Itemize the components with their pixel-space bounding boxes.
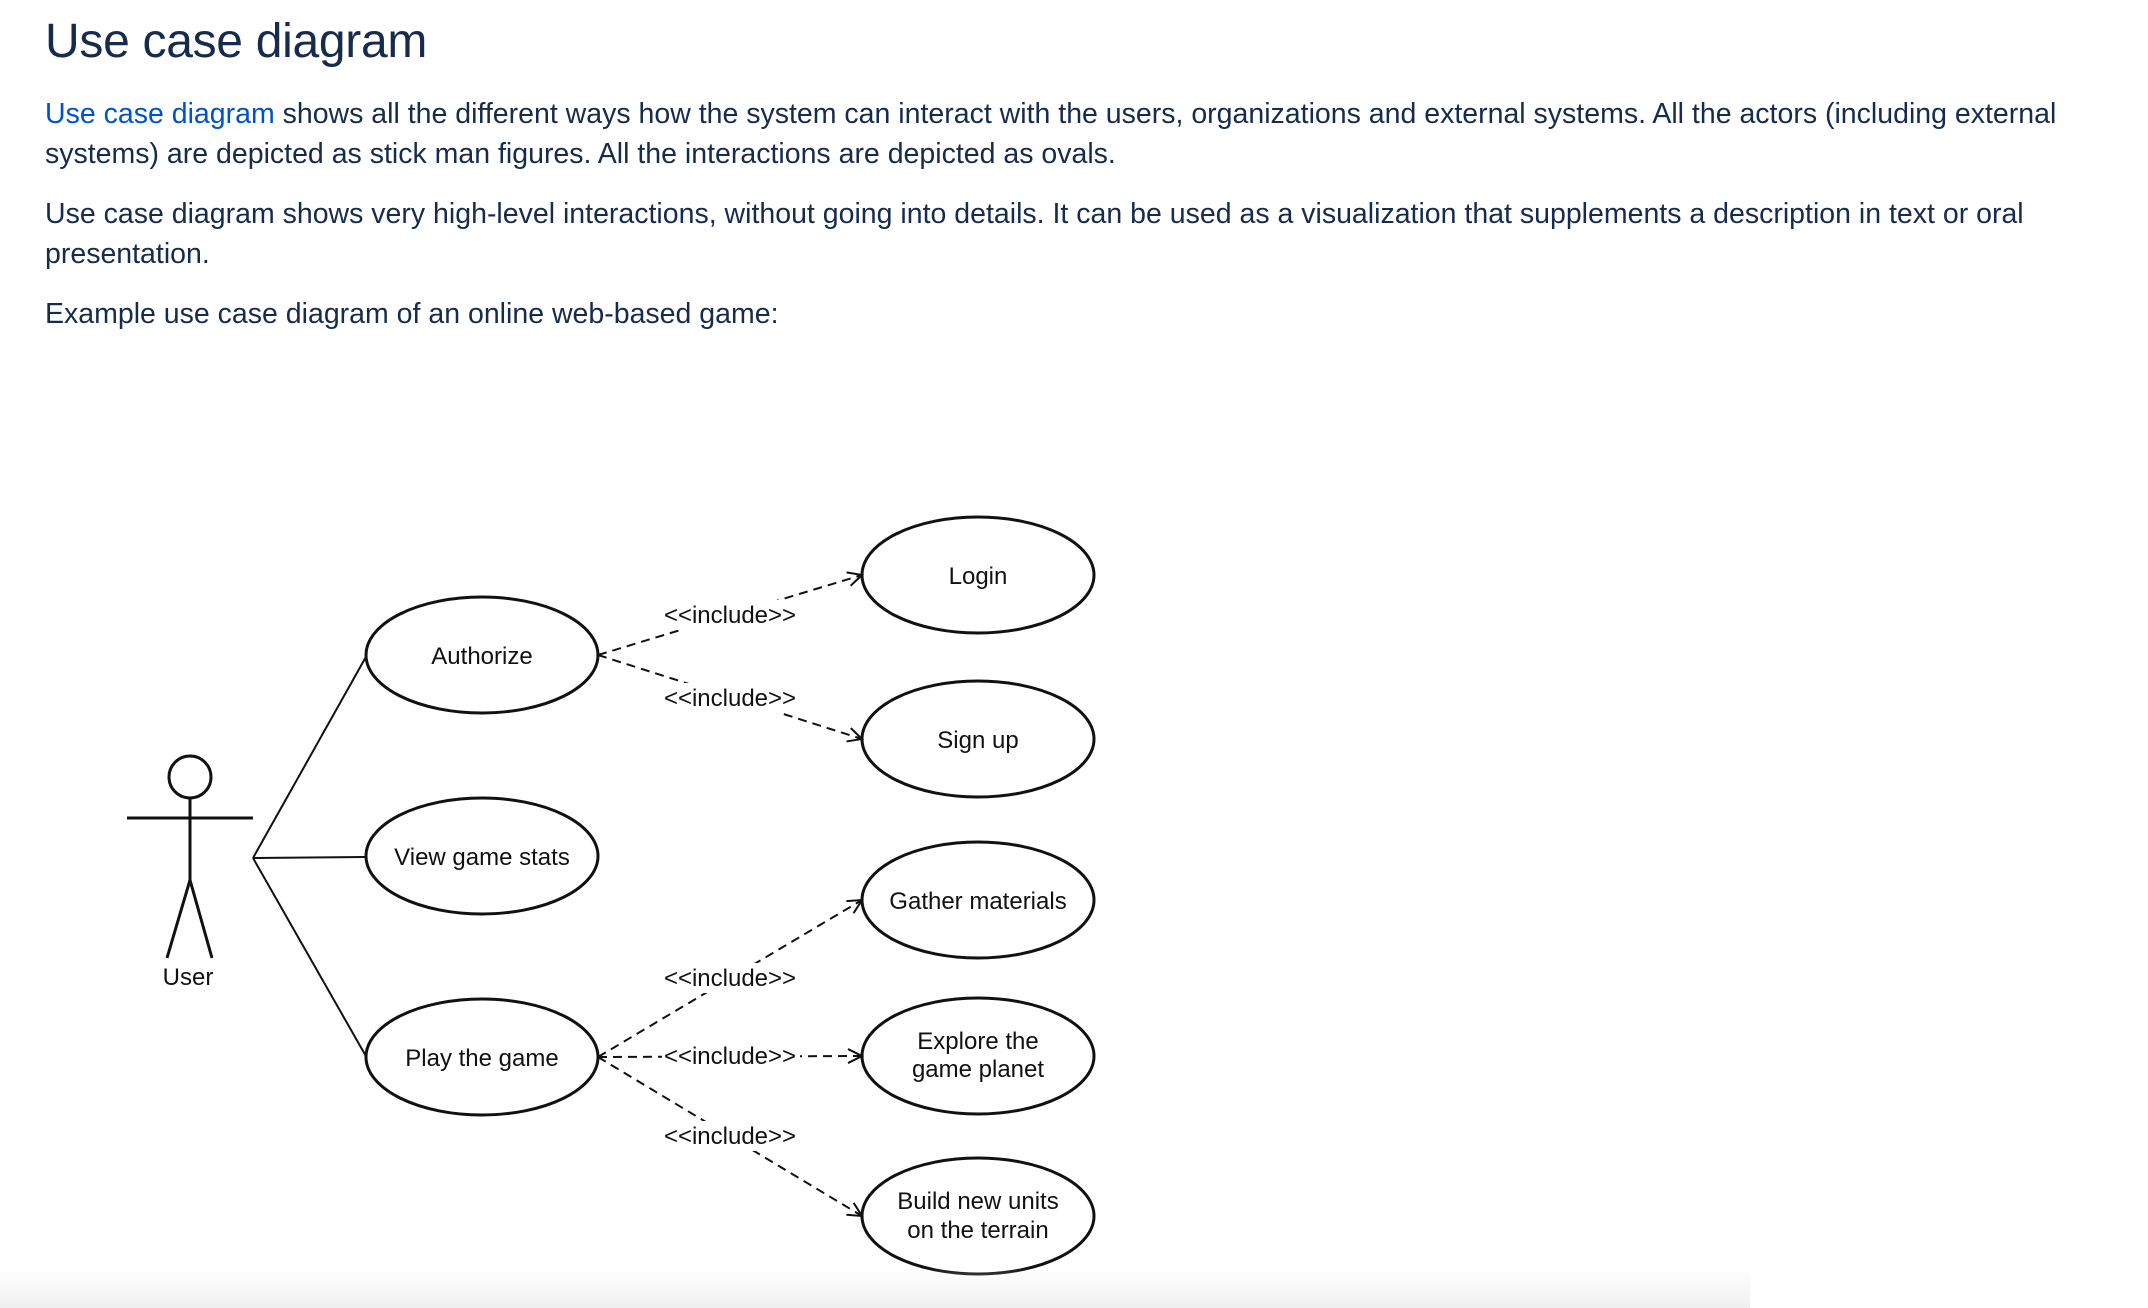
bottom-shadow <box>0 1268 1750 1308</box>
page-title: Use case diagram <box>45 15 428 68</box>
actor-user: User <box>127 754 253 991</box>
actor-left-leg <box>165 879 192 959</box>
include-label-build-bg <box>662 1121 800 1151</box>
use-case-login-label: Login <box>949 563 1008 590</box>
use-case-diagram-link[interactable]: Use case diagram <box>45 98 275 130</box>
include-label-gather-bg <box>662 963 800 993</box>
example-caption: Example use case diagram of an online we… <box>45 298 779 330</box>
use-case-build-label-line1: Build new units <box>897 1188 1058 1215</box>
use-case-login: Login <box>860 515 1096 635</box>
use-case-view-stats: View game stats <box>364 796 600 916</box>
use-case-play-game: Play the game <box>364 997 600 1117</box>
use-case-gather: Gather materials <box>860 840 1096 960</box>
use-case-explore-label-line2: game planet <box>912 1056 1044 1083</box>
include-label-login-bg <box>662 600 800 630</box>
association-play-game <box>252 857 368 1059</box>
intro-paragraph: Use case diagram shows all the different… <box>45 94 2125 174</box>
use-case-signup: Sign up <box>860 679 1096 799</box>
include-label-build: <<include>> <box>664 1123 796 1150</box>
association-authorize <box>252 654 368 859</box>
use-case-build-label-line2: on the terrain <box>907 1217 1048 1244</box>
detail-paragraph: Use case diagram shows very high-level i… <box>45 194 2125 274</box>
use-case-authorize-label: Authorize <box>431 643 532 670</box>
detail-text-line2: presentation. <box>45 238 210 270</box>
include-label-signup-bg <box>662 683 800 713</box>
use-case-view-stats-oval <box>364 796 600 916</box>
use-case-signup-label: Sign up <box>937 727 1018 754</box>
intro-text-line2: systems) are depicted as stick man figur… <box>45 138 1116 170</box>
association-view-stats <box>252 856 366 859</box>
use-case-authorize: Authorize <box>364 595 600 715</box>
use-case-explore-label-line1: Explore the <box>917 1028 1038 1055</box>
include-label-gather: <<include>> <box>664 965 796 992</box>
detail-text-line1: Use case diagram shows very high-level i… <box>45 198 2024 230</box>
include-label-explore: <<include>> <box>664 1043 796 1070</box>
use-case-play-game-label: Play the game <box>405 1045 558 1072</box>
use-case-build: Build new units on the terrain <box>860 1156 1096 1276</box>
use-case-view-stats-label: View game stats <box>394 844 570 871</box>
use-case-explore: Explore the game planet <box>860 996 1096 1116</box>
actor-head <box>167 754 213 800</box>
include-label-explore-bg <box>662 1041 800 1071</box>
actor-label: User <box>163 964 214 991</box>
intro-text-line1: shows all the different ways how the sys… <box>274 98 2057 130</box>
use-case-build-oval <box>860 1156 1096 1276</box>
actor-right-leg <box>188 879 214 959</box>
include-label-signup: <<include>> <box>664 685 796 712</box>
use-case-gather-label: Gather materials <box>889 888 1066 915</box>
include-label-login: <<include>> <box>664 602 796 629</box>
